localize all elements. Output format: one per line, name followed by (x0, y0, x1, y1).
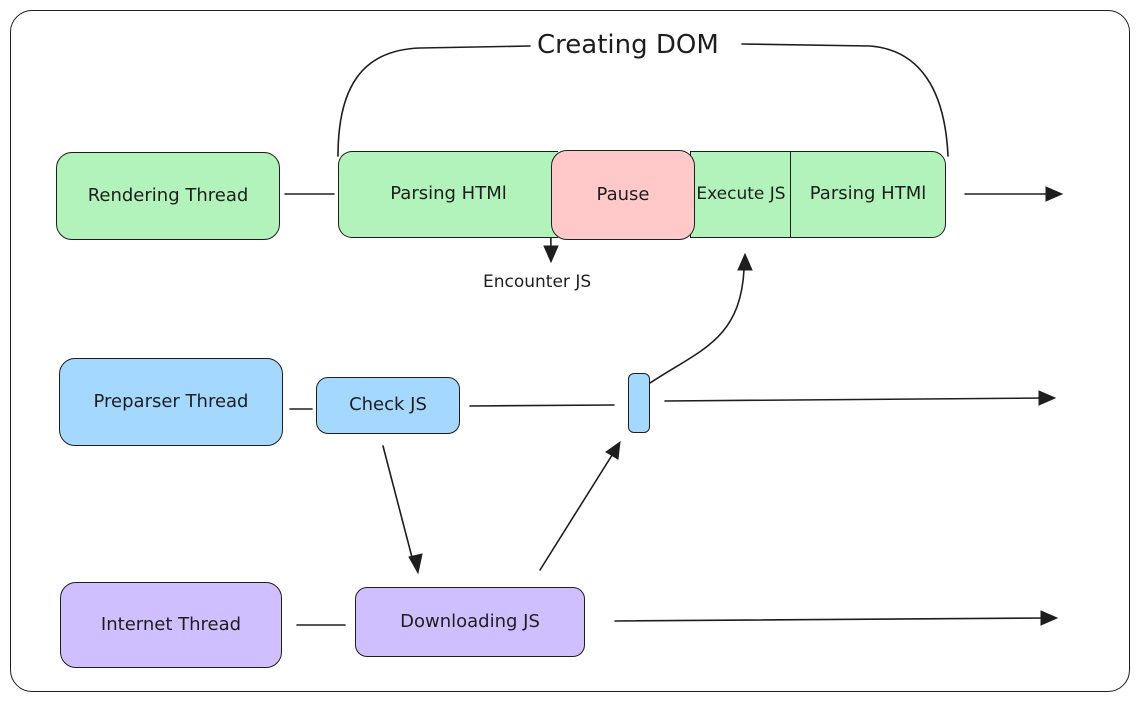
check-js-box: Check JS (316, 377, 460, 434)
downloading-js-box: Downloading JS (355, 587, 585, 657)
downloading-js-label: Downloading JS (400, 610, 540, 632)
execute-js-segment: Execute JS (690, 151, 792, 238)
encounter-arrowhead (543, 245, 559, 264)
rendering-thread-label: Rendering Thread (87, 184, 249, 206)
parsing-html-segment-2: Parsing HTMl (790, 151, 946, 238)
internet-thread-box: Internet Thread (60, 582, 282, 668)
pause-label: Pause (596, 183, 650, 205)
marker-to-execute-curve (649, 269, 745, 384)
parsing-html-label-2: Parsing HTMl (809, 183, 927, 205)
creating-dom-bracket (337, 43, 949, 157)
pause-segment: Pause (551, 150, 695, 240)
parsing-html-label-1: Parsing HTMl (390, 183, 507, 205)
marker-arrowhead (605, 440, 621, 460)
preparser-timeline-arrow-line (664, 397, 1049, 402)
download-arrowhead (408, 553, 423, 575)
download-to-marker-line (539, 451, 615, 571)
preparser-timeline-arrowhead (1038, 390, 1057, 406)
check-to-marker-line (469, 404, 615, 407)
parsing-html-segment-1: Parsing HTMl (338, 151, 558, 238)
preparser-thread-label: Preparser Thread (93, 390, 249, 412)
rendering-thread-box: Rendering Thread (56, 152, 280, 240)
internet-thread-label: Internet Thread (100, 613, 242, 635)
internet-timeline-arrow-line (614, 617, 1051, 622)
rendering-timeline-arrowhead (1045, 186, 1064, 202)
check-js-label: Check JS (349, 394, 427, 416)
preparser-thread-box: Preparser Thread (59, 358, 283, 446)
diagram-frame (10, 10, 1130, 692)
encounter-js-label: Encounter JS (483, 272, 592, 292)
creating-dom-title: Creating DOM (537, 30, 719, 60)
execute-arrowhead (737, 252, 753, 271)
internet-timeline-arrowhead (1040, 610, 1059, 626)
execute-js-label: Execute JS (696, 183, 786, 204)
check-to-download-line (382, 445, 415, 566)
preparser-js-marker (628, 373, 650, 433)
